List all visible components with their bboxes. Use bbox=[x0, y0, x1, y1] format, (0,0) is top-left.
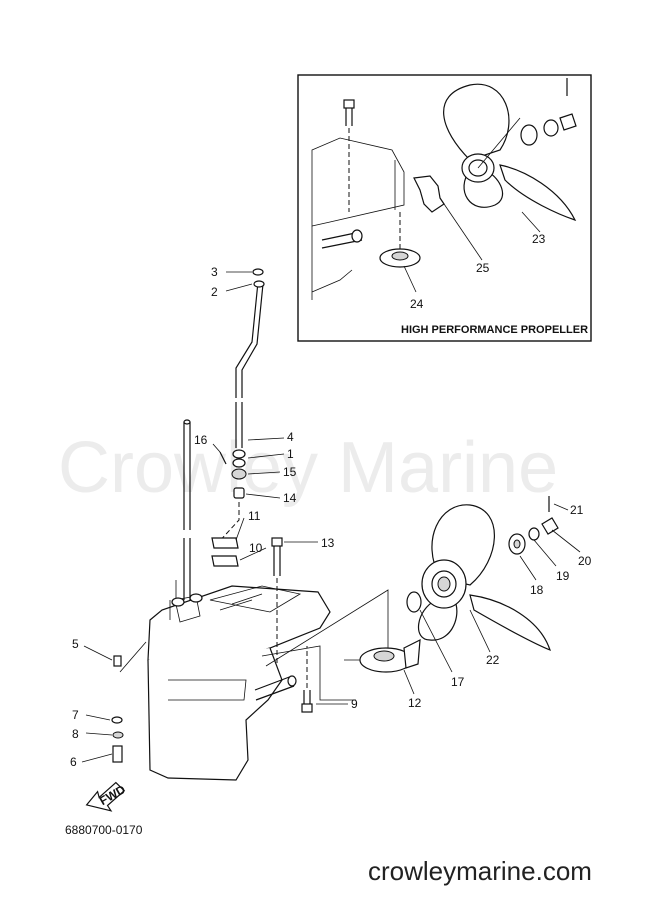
anode-12 bbox=[359, 638, 421, 673]
callout-20: 20 bbox=[578, 554, 592, 568]
thrust-washer bbox=[406, 591, 422, 613]
fwd-arrow-icon: FWD bbox=[85, 781, 128, 812]
callout-17: 17 bbox=[451, 675, 465, 689]
shift-rod bbox=[235, 268, 265, 448]
inset-bracket bbox=[413, 175, 445, 213]
callout-25: 25 bbox=[476, 261, 490, 275]
callout-6: 6 bbox=[70, 755, 77, 769]
svg-text:FWD: FWD bbox=[97, 782, 128, 808]
coupling bbox=[233, 487, 245, 499]
plate-11 bbox=[211, 537, 239, 549]
plate-10 bbox=[211, 555, 239, 567]
callout-21: 21 bbox=[570, 503, 584, 517]
bolt-13 bbox=[271, 537, 283, 666]
bolt-9 bbox=[301, 646, 313, 713]
callout-12: 12 bbox=[408, 696, 422, 710]
callout-18: 18 bbox=[530, 583, 544, 597]
inset-high-performance-propeller: 23 25 24 HIGH PERFORMANCE PROPELLER bbox=[297, 74, 592, 342]
inset-propeller bbox=[443, 83, 577, 222]
grommet bbox=[232, 449, 246, 459]
callout-19: 19 bbox=[556, 569, 570, 583]
washer bbox=[232, 458, 246, 468]
callout-4: 4 bbox=[287, 430, 294, 444]
plug-6 bbox=[112, 745, 123, 763]
screw-16 bbox=[219, 451, 227, 465]
drive-shaft bbox=[183, 419, 191, 600]
inset-title: HIGH PERFORMANCE PROPELLER bbox=[401, 324, 588, 336]
callout-2: 2 bbox=[211, 285, 218, 299]
callout-9: 9 bbox=[351, 697, 358, 711]
inset-anode bbox=[379, 212, 421, 268]
callout-23: 23 bbox=[532, 232, 546, 246]
callout-11: 11 bbox=[248, 509, 261, 523]
gasket-7 bbox=[111, 716, 123, 724]
callout-5: 5 bbox=[72, 637, 79, 651]
callout-24: 24 bbox=[410, 297, 424, 311]
inset-gearcase bbox=[311, 137, 405, 227]
inset-washer bbox=[520, 124, 538, 146]
watermark: Crowley Marine bbox=[58, 428, 558, 508]
callout-1: 1 bbox=[287, 447, 294, 461]
boot bbox=[231, 468, 247, 480]
callout-14: 14 bbox=[283, 491, 297, 505]
callout-8: 8 bbox=[72, 727, 79, 741]
inset-bolt bbox=[343, 99, 355, 212]
propeller-22 bbox=[417, 504, 551, 652]
lower-case bbox=[147, 580, 331, 781]
callout-10: 10 bbox=[249, 541, 263, 555]
callout-22: 22 bbox=[486, 653, 500, 667]
callout-16: 16 bbox=[194, 433, 208, 447]
callout-7: 7 bbox=[72, 708, 79, 722]
gasket-8 bbox=[112, 731, 124, 739]
callout-3: 3 bbox=[211, 265, 218, 279]
callout-15: 15 bbox=[283, 465, 297, 479]
drain-plug-screw bbox=[113, 655, 122, 667]
footer-site: crowleymarine.com bbox=[368, 856, 592, 886]
part-code: 6880700-0170 bbox=[65, 823, 143, 837]
callout-13: 13 bbox=[321, 536, 335, 550]
inset-nut bbox=[559, 113, 577, 131]
inset-washer-2 bbox=[543, 119, 559, 137]
inset-frame bbox=[297, 74, 592, 342]
washer-19 bbox=[528, 527, 540, 541]
nut-20 bbox=[541, 517, 559, 535]
